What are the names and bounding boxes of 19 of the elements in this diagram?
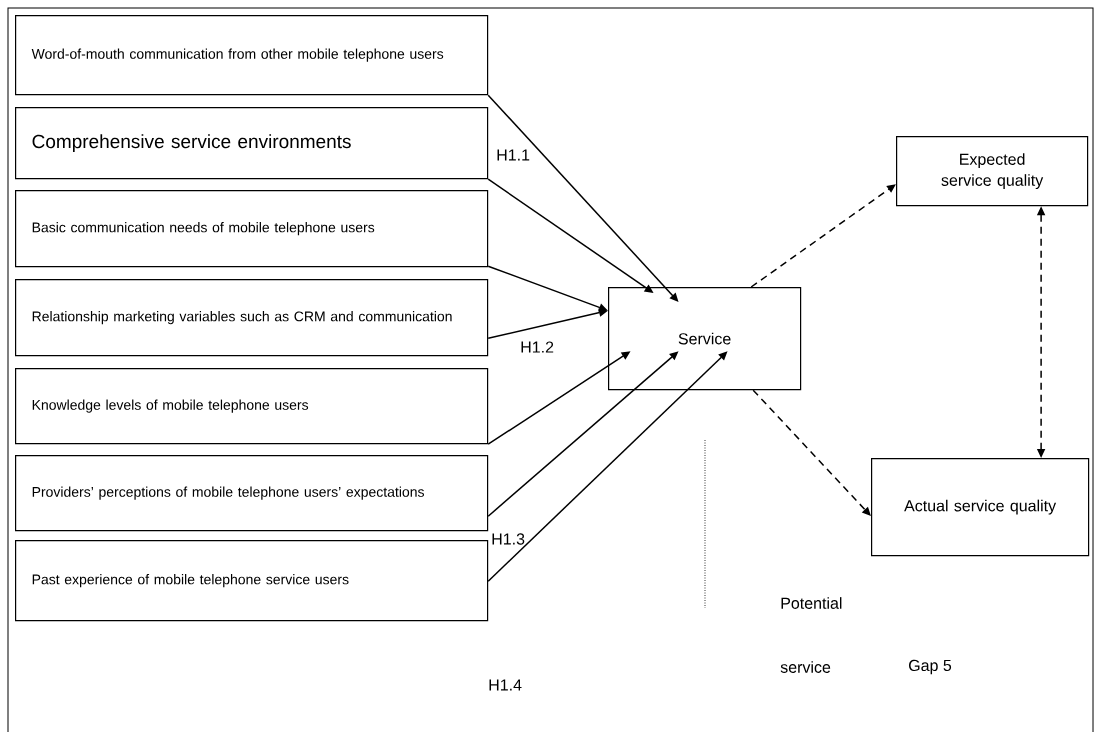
process-box: Knowledge levels of mobile telephone users: [15, 368, 489, 445]
hypothesis-label: H1.3: [492, 533, 525, 545]
process-box: Past experience of mobile telephone service users: [15, 540, 489, 622]
gap-label: Potential: [781, 597, 842, 609]
process-box: Providers’ perceptions of mobile telephone users’ expectations: [15, 455, 489, 532]
process-box: Word-of-mouth communication from other mobile telephone users: [15, 15, 489, 96]
process-box: Comprehensive service environments: [15, 107, 489, 180]
hypothesis-label: H1.4: [489, 679, 522, 691]
gap-label: service: [780, 661, 831, 673]
process-box: Relationship marketing variables such as CRM and communication: [15, 279, 489, 357]
outcome-box: Actual service quality: [871, 458, 1090, 557]
hypothesis-label: H1.2: [521, 341, 554, 353]
gap-label: Gap 5: [909, 659, 952, 675]
center-box: Service: [608, 287, 802, 391]
hypothesis-label: H1.1: [497, 149, 530, 161]
arrow: [750, 184, 896, 288]
arrow: [487, 94, 679, 302]
outcome-box: Expected service quality: [896, 136, 1089, 207]
process-box: Basic communication needs of mobile telephone users: [15, 190, 489, 268]
